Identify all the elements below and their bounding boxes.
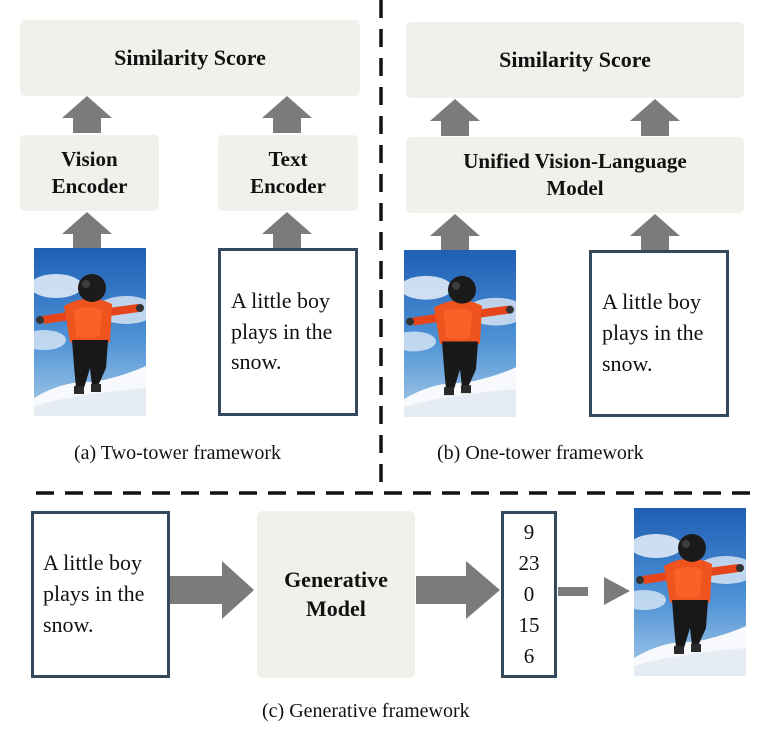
vision-encoder-line-2: Encoder [51, 174, 128, 198]
arrow-right-text-to-generative [170, 561, 254, 619]
text-sample-line-3: snow. [231, 349, 282, 375]
boy-snow-photo-a [34, 248, 146, 416]
token-sequence-box: 9 23 0 15 6 [501, 511, 557, 678]
token-value: 0 [523, 582, 535, 606]
text-sample-line-2: plays in the [43, 581, 145, 607]
generative-model-line-1: Generative [284, 566, 388, 592]
arrow-up-text-to-score [262, 96, 312, 133]
text-sample-line-3: snow. [602, 350, 653, 376]
arrow-right-generative-to-tokens [416, 561, 500, 619]
text-sample-line-2: plays in the [231, 318, 333, 344]
arrow-up-image-to-vision [62, 212, 112, 248]
generative-model-box: Generative Model [257, 511, 415, 678]
text-sample-box-c: A little boy plays in the snow. [31, 511, 170, 678]
text-encoder-line-2: Encoder [250, 174, 326, 198]
token-value: 6 [523, 644, 535, 668]
caption-one-tower: (b) One-tower framework [437, 442, 644, 464]
caption-two-tower: (a) Two-tower framework [74, 442, 282, 464]
boy-snow-photo-c [634, 508, 746, 676]
arrow-up-text-to-textencoder [262, 212, 312, 248]
text-sample-line-3: snow. [43, 611, 94, 637]
text-sample-line-1: A little boy [231, 287, 330, 313]
caption-generative: (c) Generative framework [262, 700, 470, 722]
unified-model-line-1: Unified Vision-Language [463, 148, 687, 173]
arrow-up-model-to-score-left [430, 99, 480, 136]
similarity-score-label-b: Similarity Score [499, 46, 651, 72]
generative-model-line-2: Model [306, 595, 366, 621]
token-value: 15 [518, 613, 540, 637]
arrow-up-image-to-model [430, 214, 480, 251]
similarity-score-box-a: Similarity Score [20, 20, 360, 96]
arrow-dash-tokens-to-image [558, 587, 588, 596]
token-value: 9 [523, 520, 535, 544]
vision-encoder-line-1: Vision [61, 146, 118, 171]
arrow-head-tokens-to-image [604, 577, 630, 605]
text-sample-line-1: A little boy [43, 550, 142, 576]
vision-encoder-box: Vision Encoder [20, 135, 159, 211]
text-sample-box-a: A little boy plays in the snow. [218, 248, 358, 416]
similarity-score-label-a: Similarity Score [114, 44, 266, 70]
text-sample-line-2: plays in the [602, 320, 704, 346]
text-sample-line-1: A little boy [602, 289, 701, 315]
unified-model-line-2: Model [546, 176, 604, 200]
unified-model-box: Unified Vision-Language Model [406, 137, 744, 213]
arrow-up-text-to-model [630, 214, 680, 251]
arrow-up-vision-to-score [62, 96, 112, 133]
token-value: 23 [518, 551, 540, 575]
boy-snow-photo-b [404, 250, 516, 417]
text-encoder-box: Text Encoder [218, 135, 358, 211]
text-encoder-line-1: Text [268, 146, 308, 171]
arrow-up-model-to-score-right [630, 99, 680, 136]
text-sample-box-b: A little boy plays in the snow. [589, 250, 729, 417]
similarity-score-box-b: Similarity Score [406, 22, 744, 98]
